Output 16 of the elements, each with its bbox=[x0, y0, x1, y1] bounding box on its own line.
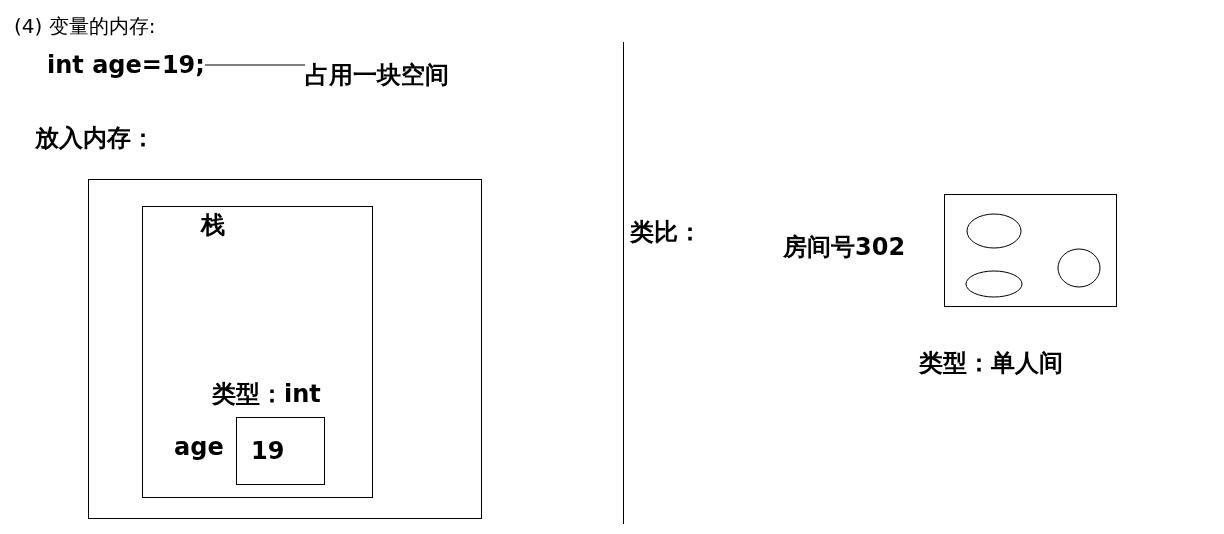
annotation-text: 占用一块空间 bbox=[305, 60, 449, 90]
stack-box bbox=[142, 206, 373, 498]
variable-name: age bbox=[174, 432, 224, 462]
type-label: 类型：单人间 bbox=[919, 348, 1063, 378]
connector-line bbox=[204, 64, 306, 66]
note-text: 类比： bbox=[630, 217, 702, 247]
code-text: int age=19; bbox=[47, 50, 205, 80]
value-text: 19 bbox=[251, 436, 285, 466]
type-label: 类型：int bbox=[212, 379, 321, 409]
memory-box bbox=[88, 179, 482, 519]
section-heading: (4) 变量的内存: bbox=[14, 13, 156, 39]
section-title: 栈 bbox=[201, 210, 225, 240]
value-box bbox=[236, 417, 325, 485]
room-box bbox=[944, 194, 1117, 307]
note-text: 放入内存： bbox=[35, 123, 155, 153]
room-number-label: 房间号302 bbox=[783, 232, 906, 262]
